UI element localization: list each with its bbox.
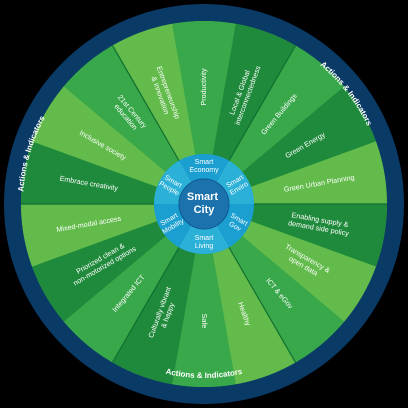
wedge-productivity (172, 20, 236, 155)
sector-divider (111, 45, 193, 183)
sector-divider (215, 225, 297, 363)
wedge-21st-century-education (63, 45, 180, 172)
ring-label-bottom: Actions & Indicators (165, 367, 244, 380)
wedge-culturally-vibrant-happy (112, 247, 196, 385)
indicator-safe: Safe (200, 314, 209, 329)
wedge-mixed-modal-access (21, 204, 158, 267)
center-circle (178, 178, 230, 230)
sector-band-smart-enviro (216, 160, 254, 204)
wedge-green-buildings (229, 45, 345, 172)
sector-label-line: Smart (195, 159, 214, 166)
wedge-transparency-open-data (242, 221, 376, 322)
wedge-inclusive-society (32, 86, 166, 187)
wedge-local-global-interconnectedness (212, 23, 296, 161)
sector-label-line: Smart (195, 235, 214, 242)
sector-band-smart-mobility (154, 204, 192, 248)
sector-band-smart-people (154, 160, 192, 204)
wedge-healthy (212, 247, 296, 385)
wedge-entrepreneurship-innovation (112, 23, 196, 161)
sector-divider (111, 225, 193, 363)
sector-band-smart-living (179, 225, 229, 254)
wedge-safe (172, 253, 236, 388)
wedge-priorized-clean-non-motorized-options (32, 221, 166, 322)
sector-dividers (21, 45, 387, 363)
wedge-integrated-ict (63, 236, 180, 363)
sector-divider (215, 45, 297, 183)
wedge-ict-egov (229, 236, 345, 363)
sector-label-line: Economy (189, 167, 219, 174)
center-title-line-2: City (194, 204, 216, 216)
indicator-line: Productivity (199, 68, 208, 106)
wedge-green-energy (242, 86, 376, 187)
center-title: Smart City (187, 191, 221, 216)
sector-band-smart-economy (179, 154, 229, 183)
wedge-green-urban-planning (250, 141, 387, 204)
sector-band-smart-gov (216, 204, 254, 248)
indicator-productivity: Productivity (199, 68, 208, 106)
center-title-line-1: Smart (187, 191, 219, 203)
sector-label-line: Living (195, 243, 213, 250)
wedge-enabling-supply-demand-side-policy (250, 204, 387, 267)
indicator-line: Safe (200, 314, 209, 329)
wedge-embrace-creativity (21, 141, 158, 204)
